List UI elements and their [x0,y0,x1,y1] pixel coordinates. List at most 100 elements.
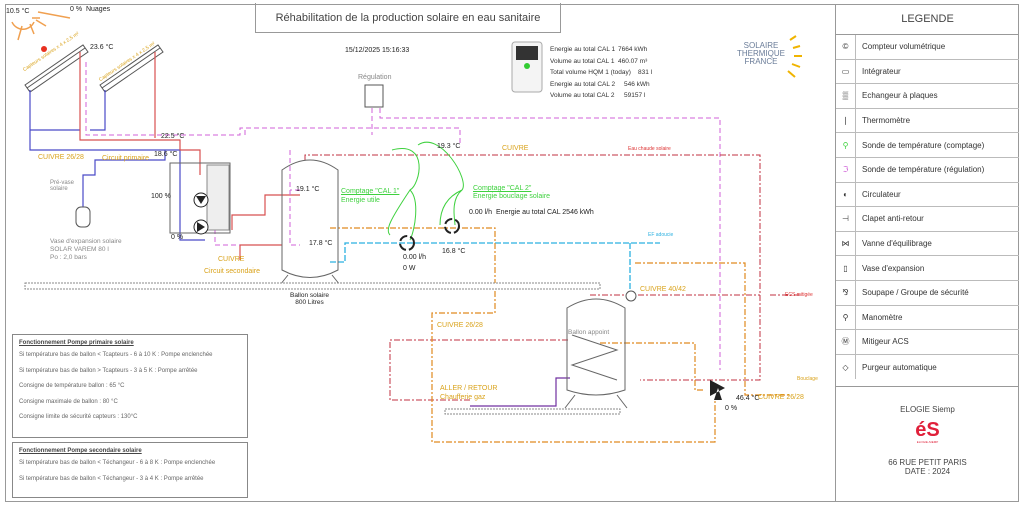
legend-item: ⅋Soupape / Groupe de sécurité [836,280,1019,306]
counting-wiring [387,141,464,241]
cuivre-2628-label-b: CUIVRE 26/28 [758,394,804,401]
mixer-percent: 0 % [725,405,738,412]
cal1-title: Comptage "CAL 1" [341,188,400,195]
vase-line-3: Po : 2,0 bars [50,254,87,261]
cloud-cover: 0 % Nuages [70,6,110,13]
counter-icon: © [836,35,856,59]
ballon-appoint-tank [564,298,628,409]
vase-line-2: SOLAR VAREM 80 l [50,246,109,253]
cal1-subtitle: Energie utile [341,197,380,204]
circulator-icon: ◐ [836,182,856,207]
meter-value: 7664 kWh [618,46,648,53]
air-vent-icon: ◇ [836,354,856,380]
boiler-pipe [470,377,570,407]
secondary-pump-notes: Fonctionnement Pompe secondaire solaire … [12,442,248,498]
legend-item: ⚲Sonde de température (comptage) [836,133,1019,158]
primary-pipe-label: CUIVRE 26/28 [38,154,84,161]
solaire-thermique-logo: SOLAIRE THERMIQUE FRANCE [737,41,785,66]
legend-label: Thermomètre [862,116,911,126]
page-title: Réhabilitation de la production solaire … [255,3,561,33]
expansion-vessel-info: Vase d'expansion solaire SOLAR VAREM 80 … [50,238,122,262]
legend-label: Vase d'expansion [862,263,925,273]
cold-water-pipe [330,242,660,290]
cloud-label: Nuages [85,6,111,13]
meter-value: 59157 l [624,92,646,99]
ef-adoucie-label: EF adoucie [648,232,674,238]
collector-temp: 23.6 °C [90,44,114,51]
plate-exchanger-icon: ▒ [836,84,856,108]
primary-notes-title: Fonctionnement Pompe primaire solaire [19,340,134,346]
note-line: Si température bas de ballon > Tcapteurs… [19,367,198,374]
cal2-energy: Energie au total CAL 2546 kWh [496,209,594,216]
ballon-solaire-tank [279,159,341,286]
cuivre-label: CUIVRE [502,145,529,152]
date: DATE : 2024 [904,467,951,476]
meter-label: Volume au total CAL 1 [550,57,615,65]
meter-value: 460.07 m³ [618,57,648,65]
expansion-vessel [75,206,91,228]
meter-value: 546 kWh [624,80,650,88]
legend: LEGENDE ©Compteur volumétrique ▭ Intégrat… [835,4,1019,386]
company-name: ELOGIE Siemp [900,405,955,414]
legend-title: LEGENDE [836,4,1019,35]
elogie-logo-sub: ELOGIE-SIEMP [916,440,939,444]
primary-return-temp: 22.5 °C [161,133,185,140]
ground-slab-1 [24,282,601,290]
pump1-percent: 100 % [151,193,171,200]
regulation-controller [364,84,384,108]
ecs-mitigee-label: ECS mitigée [785,292,813,298]
mixer-m-icon [625,290,637,302]
bouclage-label: Bouclage [797,376,818,382]
legend-label: Purgeur automatique [862,362,937,372]
diagram-frame [5,4,1019,502]
sun-icon [11,11,71,41]
meter-row: Total volume HQM 1 (today) 831 l [550,67,652,79]
legend-label: Intégrateur [862,66,901,76]
legend-item: ©Compteur volumétrique [836,35,1019,60]
legend-item: ◐Circulateur [836,182,1019,208]
cal1-power: 0 W [403,265,416,272]
loop-return-pipe [330,227,790,443]
meter-label: Total volume HQM 1 (today) [550,69,631,76]
chaufferie-label: Chaufferie gaz [440,394,486,401]
secondary-circuit-label: Circuit secondaire [204,268,261,275]
address: 66 RUE PETIT PARIS [888,458,967,467]
legend-label: Vanne d'équilibrage [862,239,932,249]
legend-item: ▒Echangeur à plaques [836,84,1019,109]
ballon-temp-top: 19.1 °C [296,186,320,193]
aller-retour-label: ALLER / RETOUR [440,385,498,392]
hot-water-pipe [304,154,800,401]
legend-item: ⋈Vanne d'équilibrage [836,231,1019,257]
ballon-capacity: 800 Litres [295,299,324,306]
note-line: Si température bas de ballon < Téchangeu… [19,475,204,482]
eau-chaude-label: Eau chaude solaire [628,146,671,152]
manometer-icon: ⚲ [836,305,856,330]
legend-item: ❘Thermomètre [836,108,1019,134]
meter-value: 831 l [638,69,653,76]
legend-label: Clapet anti-retour [862,214,924,224]
ballon-name: Ballon solaire [290,292,330,299]
solar-collector-2 [99,44,164,93]
legend-item: ◇ Purgeur automatique [836,354,1019,380]
note-line: Si température bas de ballon < Tcapteurs… [19,352,213,358]
title-block: ELOGIE Siemp éS ELOGIE-SIEMP 66 RUE PETI… [835,386,1019,502]
integrator-icon: ▭ [836,59,856,84]
legend-label: Soupape / Groupe de sécurité [862,288,969,298]
regulation-label: Régulation [358,74,392,81]
legend-label: Sonde de température (régulation) [862,165,985,175]
cal2-title: Comptage "CAL 2" [473,185,532,192]
note-line: Si température bas de ballon < Téchangeu… [19,460,216,466]
legend-item: ⚲Manomètre [836,305,1019,331]
mixer-icon: Ⓜ [836,330,856,354]
legend-item: ▭ Intégrateur [836,59,1019,85]
vase-line-1: Vase d'expansion solaire [50,238,122,245]
legend-label: Sonde de température (comptage) [862,140,985,150]
note-line: Consigne de température ballon : 65 °C [19,383,125,389]
meter-label: Volume au total CAL 2 [550,92,615,99]
